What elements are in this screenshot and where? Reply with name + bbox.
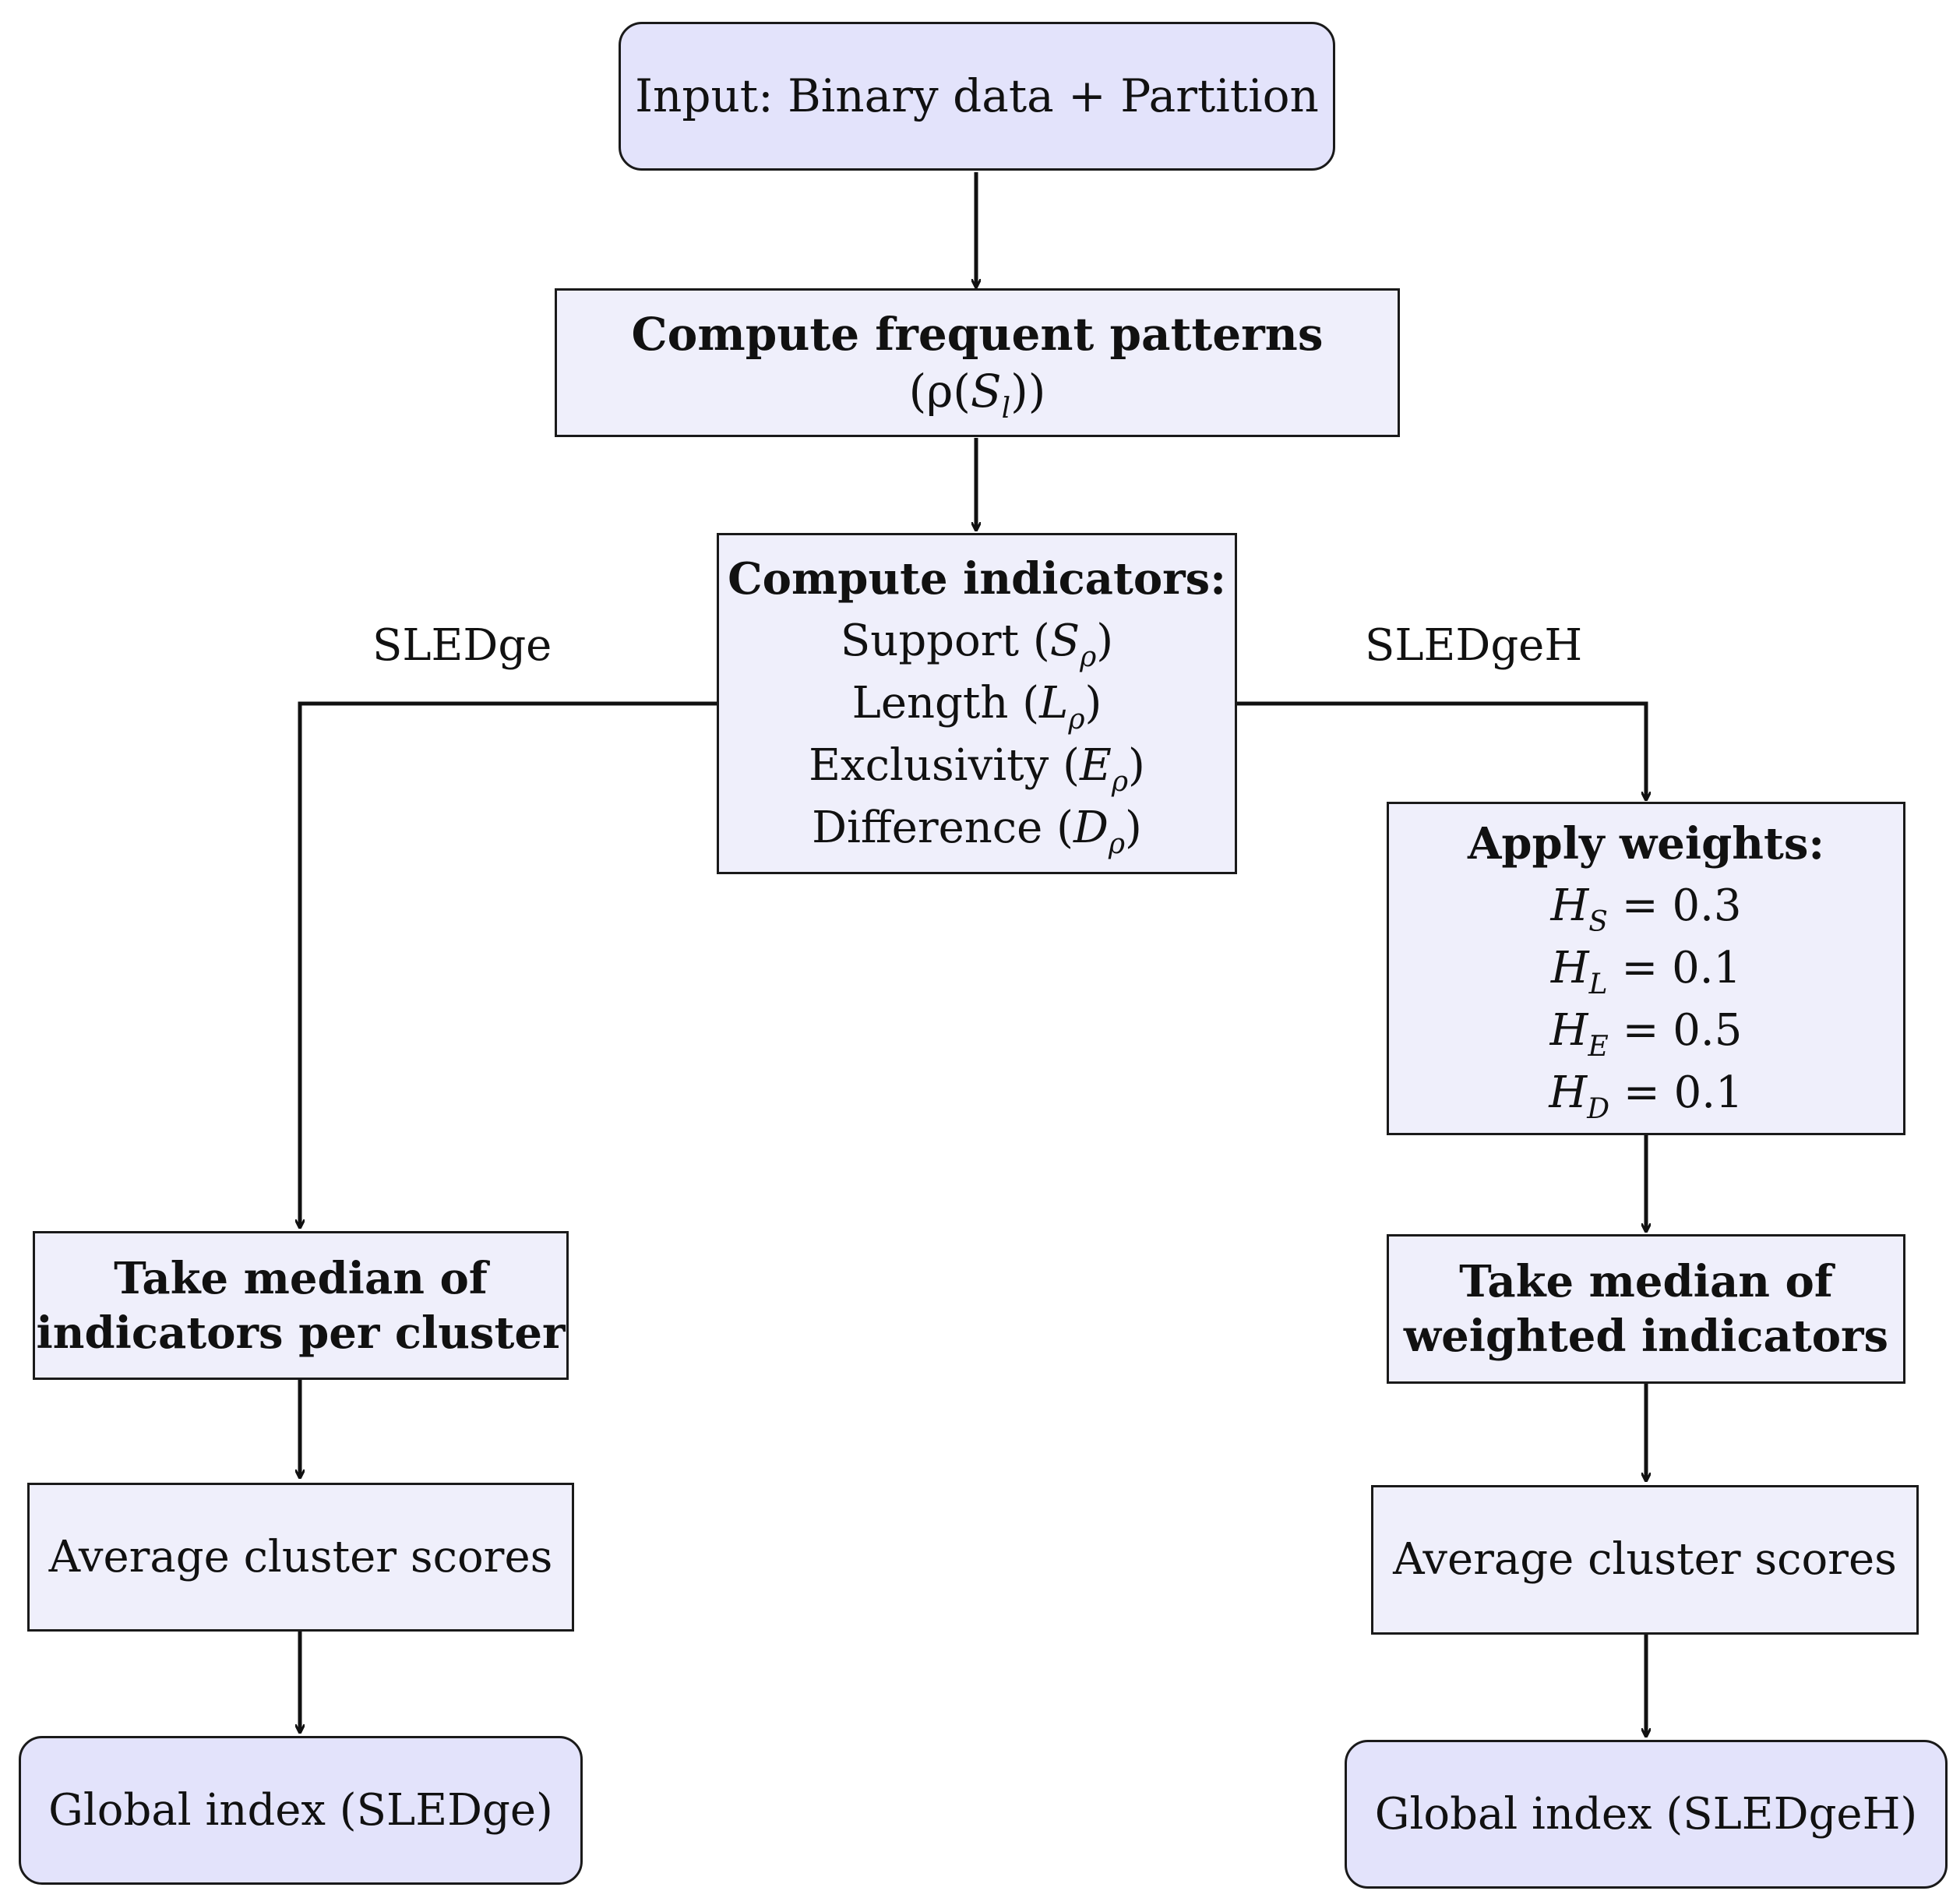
average-left-node: Average cluster scores: [27, 1483, 574, 1632]
input-node: Input: Binary data + Partition: [619, 22, 1335, 171]
indicator-difference: Difference (Dρ): [812, 803, 1142, 860]
average-left-text: Average cluster scores: [48, 1531, 553, 1582]
global-right-text: Global index (SLEDgeH): [1374, 1788, 1918, 1840]
median-left-line1: Take median of: [114, 1252, 488, 1304]
weight-difference: HD = 0.1: [1549, 1067, 1743, 1125]
indicator-length: Length (Lρ): [851, 678, 1102, 736]
compute-patterns-label: Compute frequent patterns: [631, 308, 1324, 361]
compute-patterns-math: (ρ(Sl)): [908, 364, 1046, 425]
indicator-exclusivity: Exclusivity (Eρ): [809, 740, 1145, 798]
apply-weights-node: Apply weights: HS = 0.3 HL = 0.1 HE = 0.…: [1387, 802, 1905, 1135]
global-left-node: Global index (SLEDge): [19, 1736, 583, 1885]
median-right-line2: weighted indicators: [1403, 1311, 1889, 1362]
weight-support: HS = 0.3: [1550, 880, 1742, 938]
average-right-node: Average cluster scores: [1371, 1485, 1919, 1635]
arrow-indicators-to-weights: [1236, 701, 1646, 799]
global-left-text: Global index (SLEDge): [48, 1784, 553, 1836]
input-node-text: Input: Binary data + Partition: [635, 69, 1319, 123]
weight-length: HL = 0.1: [1550, 943, 1742, 1000]
median-right-line1: Take median of: [1459, 1256, 1833, 1307]
global-right-node: Global index (SLEDgeH): [1345, 1740, 1948, 1889]
compute-patterns-text: Compute frequent patterns (ρ(Sl)): [557, 306, 1398, 425]
median-left-node: Take median of indicators per cluster: [33, 1231, 569, 1380]
branch-label-sledgeh: SLEDgeH: [1365, 620, 1583, 671]
weight-exclusivity: HE = 0.5: [1549, 1005, 1743, 1063]
median-right-node: Take median of weighted indicators: [1387, 1234, 1905, 1384]
average-right-text: Average cluster scores: [1393, 1534, 1897, 1585]
branch-label-sledge: SLEDge: [372, 620, 552, 671]
arrow-indicators-to-median-left: [300, 701, 718, 1227]
indicator-support: Support (Sρ): [840, 616, 1114, 673]
compute-indicators-node: Compute indicators: Support (Sρ) Length …: [717, 533, 1237, 874]
compute-patterns-node: Compute frequent patterns (ρ(Sl)): [555, 288, 1400, 437]
indicators-title: Compute indicators:: [728, 553, 1226, 605]
weights-title: Apply weights:: [1467, 818, 1825, 870]
median-left-line2: indicators per cluster: [36, 1307, 566, 1359]
